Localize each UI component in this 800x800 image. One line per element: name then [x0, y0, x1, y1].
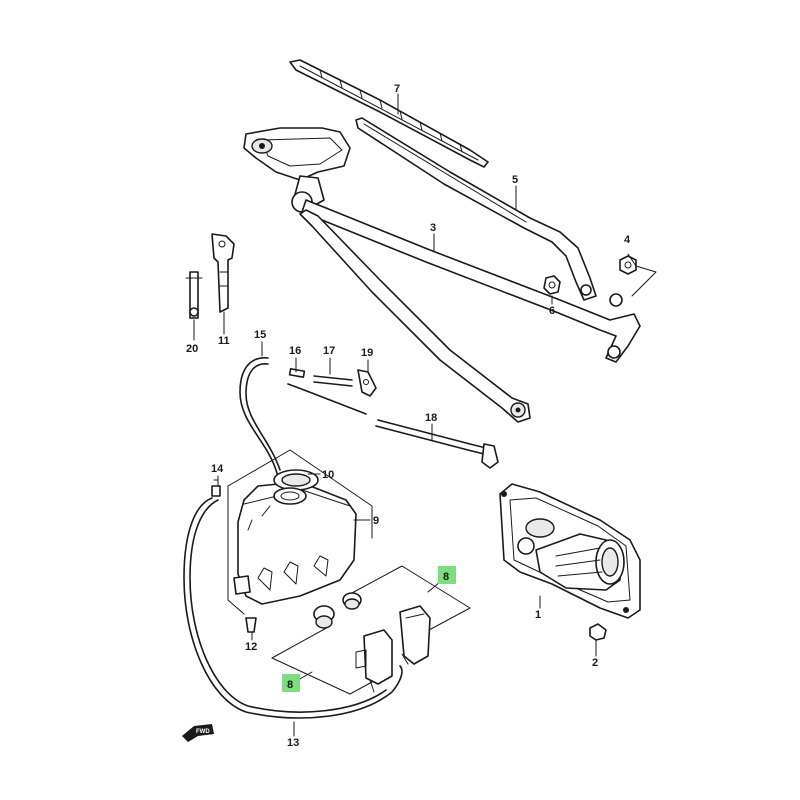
hose-bracket-11[interactable] — [211, 233, 235, 313]
callout-17[interactable]: 17 — [323, 345, 335, 357]
tank-cap-10[interactable] — [273, 469, 319, 505]
washer-pump-front[interactable] — [399, 605, 431, 665]
callout-8-highlight-top — [438, 566, 456, 584]
cap-nut[interactable] — [619, 255, 637, 275]
pump-grommet[interactable] — [342, 592, 362, 610]
hose-connector-16[interactable] — [288, 368, 306, 378]
leader-4 — [627, 253, 657, 297]
callout-9[interactable]: 9 — [373, 515, 379, 527]
fwd-label: FWD — [196, 729, 210, 735]
callout-1[interactable]: 1 — [535, 609, 541, 621]
callout-15[interactable]: 15 — [254, 329, 266, 341]
hose-joint-14[interactable] — [211, 479, 221, 497]
washer-pump-group-outline — [271, 565, 471, 695]
callout-leaders — [193, 93, 597, 737]
callout-4[interactable]: 4 — [624, 234, 631, 246]
callout-8-highlight-bottom — [282, 674, 300, 692]
wiper-arm[interactable] — [355, 117, 597, 301]
drain-clip-12[interactable] — [245, 617, 257, 633]
callout-6[interactable]: 6 — [549, 305, 555, 317]
washer-hose-13[interactable] — [183, 497, 403, 719]
part-number-labels: 7 5 3 4 6 20 11 15 16 17 19 18 14 10 9 1… — [186, 83, 631, 749]
callout-14[interactable]: 14 — [211, 463, 224, 475]
callout-7[interactable]: 7 — [394, 83, 400, 95]
callout-8-top[interactable]: 8 — [443, 571, 449, 583]
callout-2[interactable]: 2 — [592, 657, 598, 669]
callout-13[interactable]: 13 — [287, 737, 299, 749]
washer-hose-18[interactable] — [375, 419, 499, 469]
callout-3[interactable]: 3 — [430, 222, 436, 234]
pivot-nut[interactable] — [543, 275, 561, 295]
forward-direction-badge: FWD — [182, 724, 214, 742]
callout-18[interactable]: 18 — [425, 412, 437, 424]
callout-11[interactable]: 11 — [218, 335, 230, 347]
callout-19[interactable]: 19 — [361, 347, 373, 359]
callout-20[interactable]: 20 — [186, 343, 198, 355]
wiper-motor[interactable] — [499, 483, 641, 619]
pump-seal[interactable] — [313, 605, 335, 629]
callout-10[interactable]: 10 — [322, 469, 334, 481]
callout-12[interactable]: 12 — [245, 641, 257, 653]
callout-5[interactable]: 5 — [512, 174, 518, 186]
callout-8-bottom[interactable]: 8 — [287, 679, 293, 691]
washer-pump-rear[interactable] — [355, 629, 393, 693]
callout-16[interactable]: 16 — [289, 345, 301, 357]
wiper-linkage[interactable] — [299, 199, 641, 423]
hose-clip-20[interactable] — [185, 271, 203, 319]
washer-nozzle-19[interactable] — [357, 369, 377, 397]
wiper-blade[interactable] — [289, 59, 489, 168]
washer-hose-17[interactable] — [287, 375, 367, 415]
wiper-pivot-bracket[interactable] — [243, 127, 351, 213]
motor-bolt-2[interactable] — [589, 623, 607, 651]
washer-hose-15[interactable] — [239, 357, 281, 499]
reservoir-tank-outline — [227, 449, 373, 615]
